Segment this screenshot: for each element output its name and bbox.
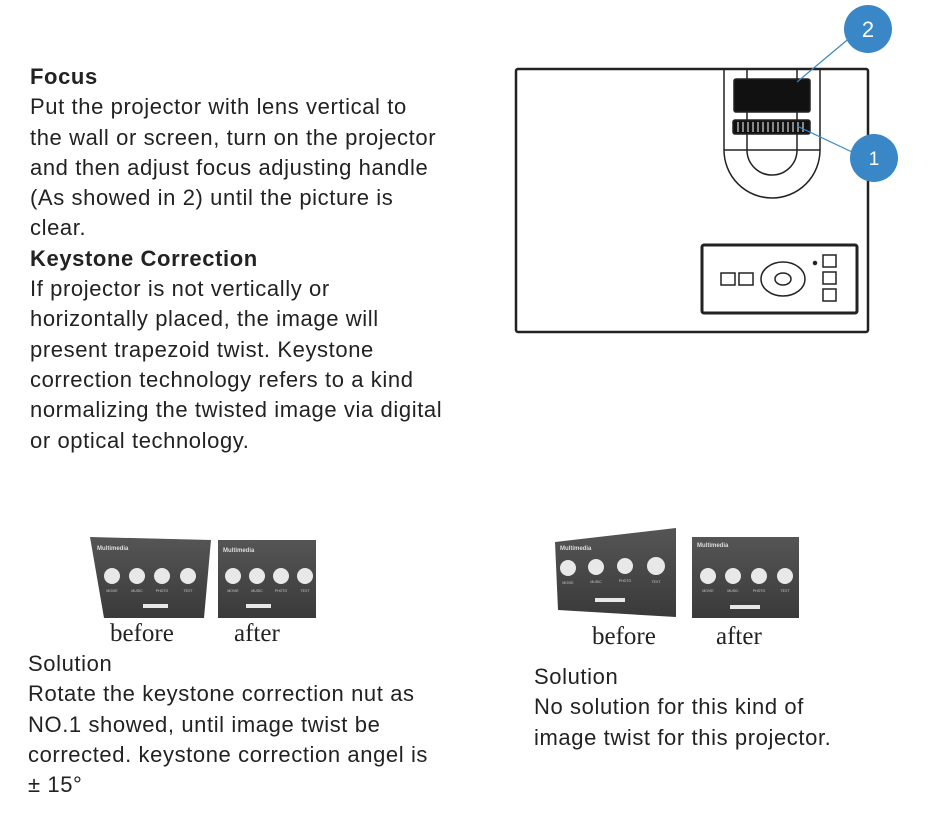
icon-label: TEXT (781, 589, 791, 593)
right-before-caption: before (592, 623, 656, 650)
menu-icons (104, 557, 793, 609)
control-panel (700, 243, 859, 315)
screen-title: Multimedia (223, 548, 255, 554)
icon-label: MOVIE (562, 581, 574, 585)
keystone-line: normalizing the twisted image via digita… (30, 397, 443, 423)
icon-label: PHOTO (275, 589, 288, 593)
icon-label: MUSIC (727, 589, 739, 593)
icon-label: MUSIC (131, 589, 143, 593)
icon-label: PHOTO (753, 589, 766, 593)
solution-line: image twist for this projector. (534, 724, 832, 750)
focus-line: and then adjust focus adjusting handle (30, 154, 429, 180)
focus-line: the wall or screen, turn on the projecto… (30, 124, 437, 150)
lens (733, 78, 811, 113)
source-button-icon (822, 271, 837, 285)
solution-heading: Solution (28, 651, 113, 676)
icon-label: MOVIE (106, 589, 118, 593)
solution-line: No solution for this kind of (534, 694, 804, 720)
keystone-line: present trapezoid twist. Keystone (30, 336, 374, 362)
callout-1-badge (850, 134, 898, 182)
icon-label: TEXT (301, 589, 311, 593)
power-button-icon (822, 254, 837, 268)
solution-line: ± 15° (28, 772, 83, 798)
icon-label: MUSIC (590, 580, 602, 584)
keystone-line: If projector is not vertically or (30, 276, 330, 302)
menu-button-icon (822, 288, 837, 302)
focus-line: (As showed in 2) until the picture is (30, 185, 394, 211)
left-before-screen (90, 537, 211, 618)
right-after-caption: after (716, 623, 762, 650)
keystone-line: or optical technology. (30, 427, 250, 453)
screen-title: Multimedia (560, 546, 592, 552)
focus-line: Put the projector with lens vertical to (30, 94, 407, 120)
callout-2-label: 2 (862, 17, 874, 42)
solution-heading: Solution (534, 664, 619, 689)
icon-label: MOVIE (702, 589, 714, 593)
right-before-screen (555, 528, 676, 617)
icon-label: PHOTO (156, 589, 169, 593)
solution-line: Rotate the keystone correction nut as (28, 681, 415, 707)
focus-heading: Focus (30, 64, 98, 89)
screen-title: Multimedia (697, 543, 729, 549)
back-button-icon (720, 272, 736, 286)
callout-1-label: 1 (869, 149, 880, 170)
callout-2-badge (844, 5, 892, 53)
icon-label: MOVIE (227, 589, 239, 593)
icon-label: TEXT (652, 580, 662, 584)
icon-label: MUSIC (251, 589, 263, 593)
right-solution: Solution No solution for this kind of imag… (534, 662, 831, 753)
focus-line: clear. (30, 215, 87, 241)
left-after-caption: after (234, 620, 280, 647)
keystone-heading: Keystone Correction (30, 245, 258, 271)
ok-button-icon (774, 272, 792, 286)
icon-label: TEXT (184, 589, 194, 593)
solution-line: corrected. keystone correction angel is (28, 741, 429, 767)
solution-line: NO.1 showed, until image twist be (28, 711, 381, 737)
keystone-line: correction technology refers to a kind (30, 366, 414, 392)
keystone-line: horizontally placed, the image will (30, 306, 379, 332)
icon-label: PHOTO (619, 579, 632, 583)
left-before-caption: before (110, 620, 174, 647)
play-pause-button-icon (738, 272, 754, 286)
projector-top-view (514, 67, 870, 334)
screen-title: Multimedia (97, 546, 129, 552)
